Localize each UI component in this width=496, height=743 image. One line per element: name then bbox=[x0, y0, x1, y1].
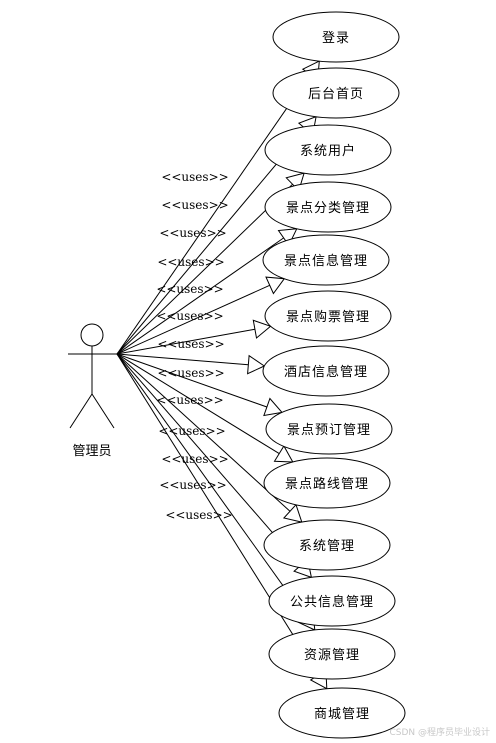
use-case[interactable]: 商城管理 bbox=[278, 687, 406, 739]
association-line bbox=[116, 353, 291, 512]
use-case[interactable]: 景点路线管理 bbox=[263, 457, 391, 509]
uses-label: <<uses>> bbox=[157, 255, 224, 269]
association-line bbox=[116, 353, 249, 366]
use-case-ellipse bbox=[264, 124, 392, 176]
uses-label: <<uses>> bbox=[156, 393, 223, 407]
association-line bbox=[116, 353, 306, 618]
use-case[interactable]: 景点购票管理 bbox=[264, 290, 392, 342]
use-case-label: 景点购票管理 bbox=[286, 309, 370, 325]
actor bbox=[68, 323, 117, 429]
use-case-ellipse bbox=[264, 290, 392, 342]
use-case-label: 公共信息管理 bbox=[290, 594, 374, 610]
use-case-label: 资源管理 bbox=[304, 648, 360, 663]
association-lines bbox=[116, 74, 319, 676]
use-case-ellipse bbox=[263, 457, 391, 509]
use-case[interactable]: 景点预订管理 bbox=[265, 403, 393, 455]
actor-right-leg bbox=[91, 393, 115, 429]
association-line bbox=[116, 128, 307, 355]
uses-label: <<uses>> bbox=[157, 366, 224, 380]
association-line bbox=[116, 284, 270, 355]
actor-head bbox=[80, 323, 104, 347]
use-case-label: 后台首页 bbox=[308, 87, 364, 102]
uses-label: <<uses>> bbox=[161, 170, 228, 184]
association-arrowhead bbox=[252, 319, 272, 339]
use-case[interactable]: 后台首页 bbox=[272, 67, 400, 119]
uses-label: <<uses>> bbox=[156, 282, 223, 296]
use-case-label: 景点路线管理 bbox=[285, 476, 369, 492]
use-cases: 登录后台首页系统用户景点分类管理景点信息管理景点购票管理酒店信息管理景点预订管理… bbox=[262, 11, 406, 739]
association-arrowhead bbox=[273, 445, 294, 463]
use-case-ellipse bbox=[268, 575, 396, 627]
use-case-label: 酒店信息管理 bbox=[284, 364, 368, 380]
association-line bbox=[116, 183, 293, 355]
use-case-label: 登录 bbox=[322, 31, 350, 46]
use-case-ellipse bbox=[264, 181, 392, 233]
association-arrowhead bbox=[277, 228, 298, 247]
uses-label: <<uses>> bbox=[158, 424, 225, 438]
use-case[interactable]: 景点分类管理 bbox=[264, 181, 392, 233]
association-arrowhead bbox=[247, 354, 266, 375]
actor-left-leg bbox=[69, 393, 93, 429]
use-case[interactable]: 酒店信息管理 bbox=[262, 345, 390, 397]
association-arrowhead bbox=[282, 503, 303, 523]
association-arrowhead bbox=[263, 397, 283, 417]
uses-label: <<uses>> bbox=[156, 309, 223, 323]
watermark: CSDN @程序员毕业设计 bbox=[389, 726, 490, 738]
uses-label: <<uses>> bbox=[165, 508, 232, 522]
uses-label: <<uses>> bbox=[159, 478, 226, 492]
use-case-ellipse bbox=[265, 403, 393, 455]
uses-label: <<uses>> bbox=[161, 198, 228, 212]
uses-labels: <<uses>> <<uses>> <<uses>> <<uses>> <<uses>>… bbox=[156, 170, 232, 522]
use-case-ellipse bbox=[272, 67, 400, 119]
association-line bbox=[116, 353, 268, 408]
association-line bbox=[116, 74, 311, 355]
use-case-label: 景点信息管理 bbox=[284, 253, 368, 269]
association-arrowhead bbox=[265, 276, 286, 295]
use-case-ellipse bbox=[268, 628, 396, 680]
use-case[interactable]: 登录 bbox=[272, 11, 400, 63]
use-case[interactable]: 公共信息管理 bbox=[268, 575, 396, 627]
use-case-label: 景点分类管理 bbox=[286, 201, 370, 216]
use-case-label: 系统管理 bbox=[299, 539, 355, 554]
use-case-label: 系统用户 bbox=[300, 143, 356, 159]
use-case-label: 商城管理 bbox=[314, 707, 370, 722]
use-case-label: 景点预订管理 bbox=[287, 423, 371, 438]
use-case-ellipse bbox=[262, 345, 390, 397]
association-line bbox=[116, 328, 255, 355]
actor-name: 管理员 bbox=[72, 444, 111, 459]
use-case[interactable]: 景点信息管理 bbox=[262, 234, 390, 286]
use-case-ellipse bbox=[262, 234, 390, 286]
use-case[interactable]: 资源管理 bbox=[268, 628, 396, 680]
association-line bbox=[116, 353, 302, 566]
use-case[interactable]: 系统管理 bbox=[263, 519, 391, 571]
use-case[interactable]: 系统用户 bbox=[264, 124, 392, 176]
uses-label: <<uses>> bbox=[159, 226, 226, 240]
association-line bbox=[116, 353, 280, 455]
uses-label: <<uses>> bbox=[161, 452, 228, 466]
use-case-ellipse bbox=[263, 519, 391, 571]
association-line bbox=[116, 353, 319, 676]
uses-label: <<uses>> bbox=[157, 337, 224, 351]
use-case-ellipse bbox=[272, 11, 400, 63]
association-line bbox=[116, 237, 284, 355]
use-case-ellipse bbox=[278, 687, 406, 739]
